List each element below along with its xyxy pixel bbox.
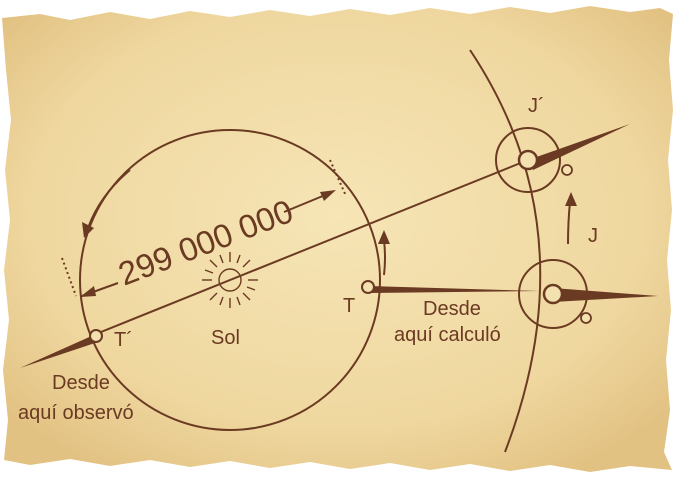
sun-label: Sol: [211, 327, 240, 349]
jupiter-j: [542, 283, 564, 305]
jupiter-system-jprime: [495, 127, 561, 193]
jupiter-jprime-label: J´: [528, 95, 545, 117]
sightline-tprime-jprime: [95, 159, 529, 335]
earth-orbit-arrow-left: [82, 169, 131, 238]
paper-background: [2, 6, 673, 472]
calc-note-line1: Desde: [423, 298, 481, 320]
jupiter-system-j: [518, 259, 588, 329]
earth-position-t: [361, 280, 375, 294]
sightline-t-j: [368, 286, 540, 293]
jupiter-orbit: [469, 49, 542, 453]
jupiter-j-label: J: [588, 225, 598, 247]
moon-jprime: [561, 164, 573, 176]
shadow-wedge-tprime: [20, 334, 98, 368]
earth-t-label: T: [343, 295, 355, 317]
dimension-arrowhead-left: [80, 286, 96, 297]
shadow-wedge-j: [553, 288, 658, 302]
earth-tprime-label: T´: [114, 329, 133, 351]
jupiter-orbit-arrow: [565, 192, 577, 245]
shadow-wedge-jprime: [528, 124, 630, 170]
jupiter-jprime: [517, 149, 539, 171]
earth-orbit-arrow-right: [378, 230, 390, 276]
calc-note-line2: aquí calculó: [394, 324, 501, 346]
obs-note-line1: Desde: [52, 372, 110, 394]
obs-note-line2: aquí observó: [18, 402, 134, 424]
moon-j: [580, 312, 592, 324]
earth-position-tprime: [89, 329, 103, 343]
dimension-arrowhead-right: [320, 190, 336, 201]
earth-orbit: [79, 129, 381, 431]
